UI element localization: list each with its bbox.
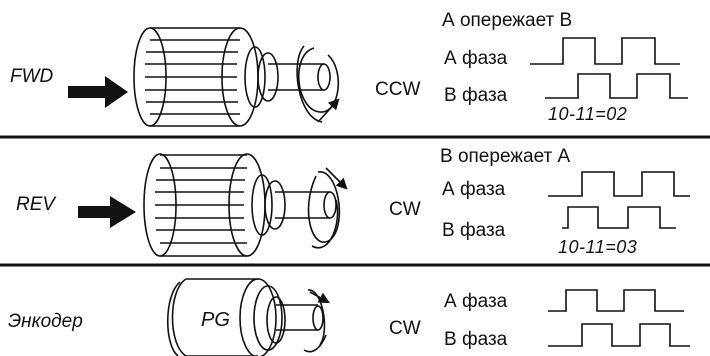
phase-b-label: В фаза — [444, 85, 508, 106]
rev-arrow-icon — [78, 196, 136, 228]
direction-cw: CW — [389, 318, 421, 339]
lead-text-b-a: В опережает А — [440, 146, 571, 167]
phase-a-label: А фаза — [444, 48, 508, 69]
square-wave-icon — [548, 171, 690, 229]
phase-b-label: В фаза — [444, 329, 508, 350]
pg-label: PG — [201, 309, 230, 331]
fwd-arrow-icon — [68, 76, 128, 108]
direction-ccw: CCW — [375, 79, 421, 100]
phase-a-label: А фаза — [444, 291, 508, 312]
rotation-arrow-icon — [296, 45, 340, 123]
lead-text-a-b: А опережает В — [442, 10, 573, 31]
motor-icon — [133, 27, 331, 127]
rotation-arrow-icon — [307, 167, 348, 249]
square-wave-icon — [530, 37, 688, 99]
direction-cw: CW — [389, 199, 421, 220]
row-label-rev: REV — [16, 194, 56, 215]
phase-a-label: А фаза — [442, 179, 506, 200]
encoder-icon — [166, 278, 324, 356]
motor-icon — [143, 153, 337, 257]
phase-b-label: В фаза — [442, 220, 506, 241]
row-label-fwd: FWD — [10, 66, 54, 87]
parameter-value: 10-11=02 — [548, 104, 628, 124]
rotation-arrow-icon — [303, 289, 330, 353]
parameter-value: 10-11=03 — [558, 237, 638, 257]
square-wave-icon — [548, 289, 690, 347]
row-label-encoder: Энкодер — [8, 311, 83, 332]
